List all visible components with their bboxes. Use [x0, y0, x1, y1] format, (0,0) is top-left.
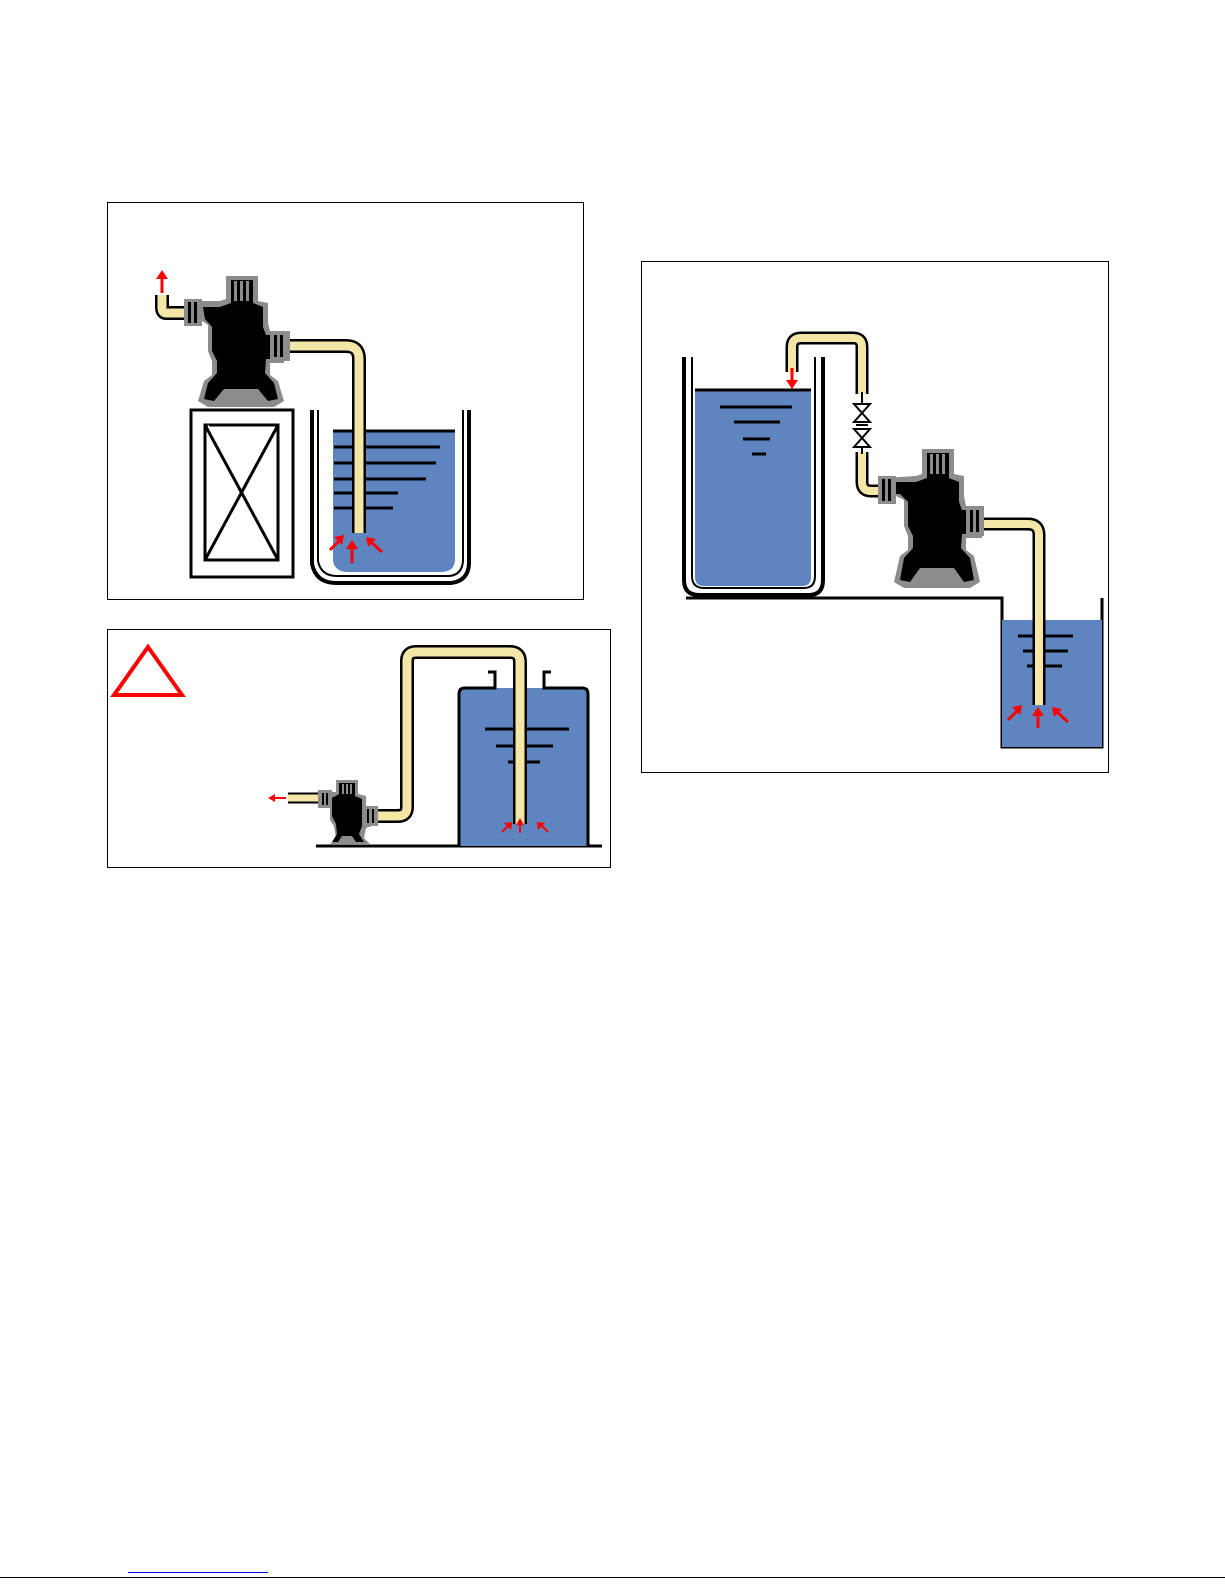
diaphragm-pump-icon [878, 449, 984, 588]
figure-gravity-fed-transfer [641, 261, 1109, 773]
figure-pump-on-crate [107, 202, 584, 600]
valve-icon [854, 392, 870, 454]
diaphragm-pump-icon [184, 276, 290, 407]
diaphragm-pump-icon [318, 780, 378, 844]
figure-pump-siphon-warning-drawing [108, 630, 611, 868]
open-tank [312, 410, 469, 583]
footer-rule [0, 1577, 1225, 1578]
link-underline[interactable] [128, 1572, 268, 1573]
warning-triangle-icon [114, 647, 182, 695]
figure-gravity-fed-transfer-drawing [642, 262, 1109, 773]
figure-pump-on-crate-drawing [108, 203, 584, 600]
upper-tank [684, 357, 823, 595]
lower-tank [1002, 620, 1102, 747]
figure-pump-siphon-warning [107, 629, 611, 868]
crate [191, 410, 293, 577]
